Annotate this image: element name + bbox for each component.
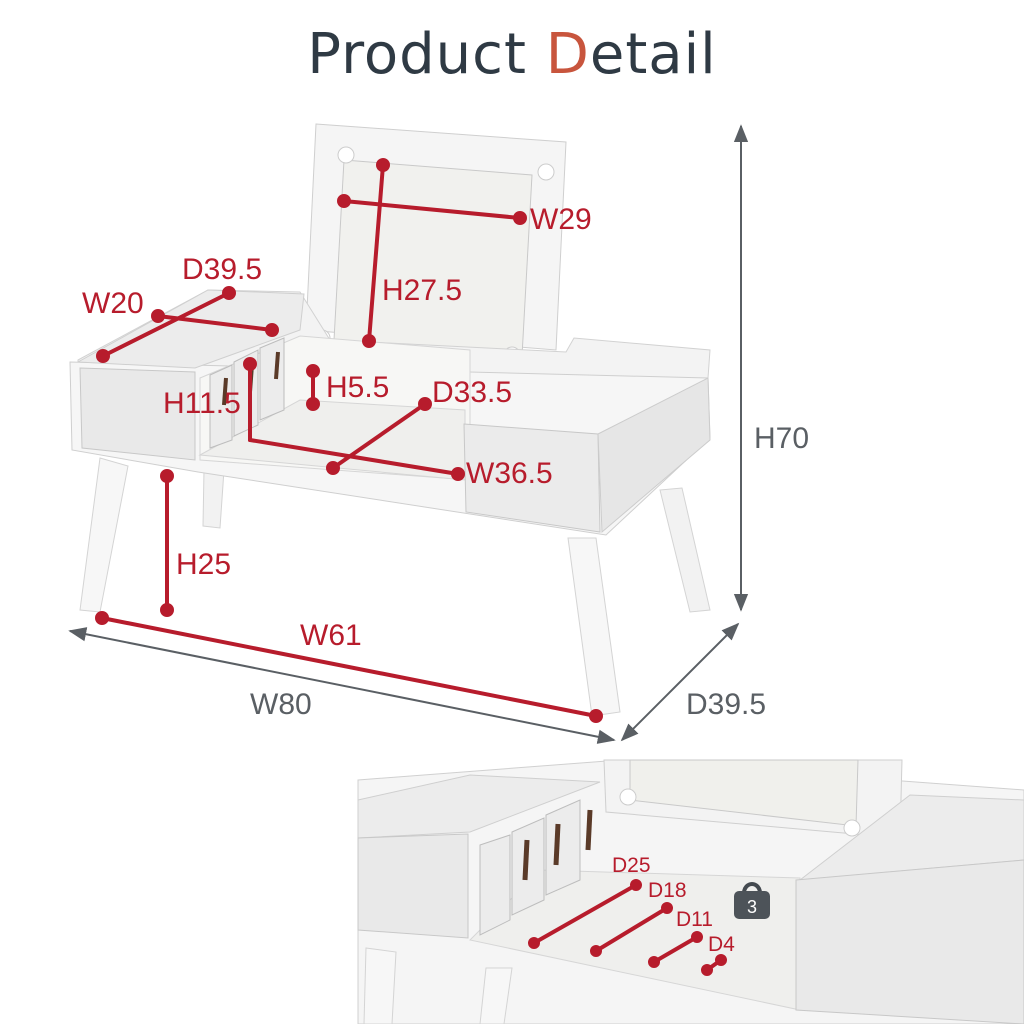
label-divider-height: H11.5 [163,387,241,420]
label-overall-height: H70 [754,422,809,455]
label-mirror-height: H27.5 [382,274,462,307]
label-detail-depth-1: D25 [612,854,651,877]
detail-depth-lines [528,879,727,976]
dim-center-width-line [248,438,460,476]
dim-mirror-width-line [342,199,522,220]
title-part2: etail [589,22,717,87]
overall-dimension-arrows [68,124,749,744]
leg-front-left [79,457,129,613]
divider [259,337,285,421]
right-drawer-side [597,377,711,534]
mirror-knob [337,146,355,164]
leg-back-left [202,469,225,529]
left-drawer-front [79,367,196,461]
detail-mirror-knob [843,819,861,837]
label-left-width: W20 [82,287,144,320]
divider-slot [274,351,280,380]
label-leg-clearance: H25 [176,548,231,581]
lock-icon [734,882,770,919]
detail-view-illustration [357,759,1024,1024]
leg-back-right [659,487,711,613]
label-mirror-width: W29 [530,203,592,236]
page-title: Product Detail [0,22,1024,87]
label-detail-depth-4: D4 [708,933,735,956]
leg-front-right [567,537,621,717]
dim-center-depth-line [331,402,427,470]
detail-right-box-front [795,859,1024,1024]
detail-divider [479,834,511,936]
label-step-height: H5.5 [326,371,389,404]
title-part1: Product [307,22,546,87]
lock-number: 3 [747,897,757,917]
label-left-depth: D39.5 [182,253,262,286]
detail-divider [545,799,581,896]
mirror-knob [537,163,555,181]
label-detail-depth-3: D11 [676,908,713,931]
mirror-glass [333,159,533,357]
title-accent-letter: D [545,22,590,87]
detail-left-box-top [357,774,601,839]
label-overall-depth: D39.5 [686,688,766,721]
label-center-depth: D33.5 [432,376,512,409]
vanity-table-illustration [69,123,711,717]
left-drawer-box-top [76,289,305,369]
overall-width-arrow [68,627,616,744]
detail-left-box-front [357,833,469,939]
detail-leg [479,967,513,1024]
divider-slot [222,377,228,406]
label-inner-width: W61 [300,619,362,652]
dim-left-depth-line [101,291,231,358]
detail-leg [363,947,397,1024]
dim-left-width-line [156,314,274,332]
right-drawer-front [463,423,601,533]
label-detail-depth-2: D18 [648,879,687,902]
label-overall-width: W80 [250,688,312,721]
label-center-width: W36.5 [466,457,553,490]
overall-depth-arrow [620,622,740,742]
dim-mirror-height-line [367,163,385,343]
detail-mirror-knob [619,788,637,806]
